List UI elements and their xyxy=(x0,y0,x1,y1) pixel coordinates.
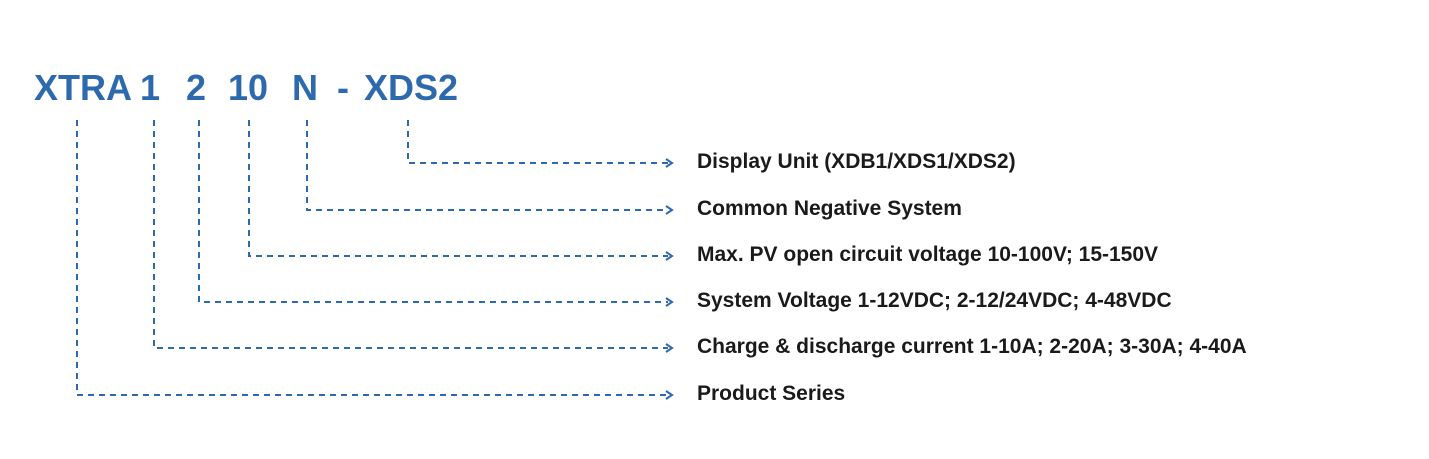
code-segment-dash: - xyxy=(337,67,349,108)
connector-common-negative-arrow-icon xyxy=(665,205,674,215)
connector-pv-voltage-arrow-icon xyxy=(665,251,674,261)
description-charge-current: Charge & discharge current 1-10A; 2-20A;… xyxy=(697,335,1247,358)
code-segment-voltage: 2 xyxy=(186,67,207,108)
connector-product-series xyxy=(76,120,668,396)
description-product-series: Product Series xyxy=(697,382,846,405)
code-segment-display: XDS2 xyxy=(364,67,459,108)
connector-system-voltage-arrow-icon xyxy=(665,297,674,307)
code-segment-pv-voltage: 10 xyxy=(228,67,269,108)
description-pv-voltage: Max. PV open circuit voltage 10-100V; 15… xyxy=(697,243,1159,266)
connector-display-unit xyxy=(407,120,668,164)
connector-product-series-arrow-icon xyxy=(665,390,674,400)
code-segment-negative: N xyxy=(292,67,318,108)
code-segment-series: XTRA xyxy=(34,67,132,108)
code-segment-current: 1 xyxy=(140,67,161,108)
description-common-negative: Common Negative System xyxy=(697,197,962,220)
connector-display-unit-arrow-icon xyxy=(665,158,674,168)
connector-pv-voltage xyxy=(248,120,668,257)
connector-common-negative xyxy=(306,120,668,211)
connector-charge-current xyxy=(153,120,668,349)
description-display-unit: Display Unit (XDB1/XDS1/XDS2) xyxy=(697,150,1016,173)
connector-charge-current-arrow-icon xyxy=(665,343,674,353)
connector-system-voltage xyxy=(198,120,668,303)
description-system-voltage: System Voltage 1-12VDC; 2-12/24VDC; 4-48… xyxy=(697,289,1172,312)
